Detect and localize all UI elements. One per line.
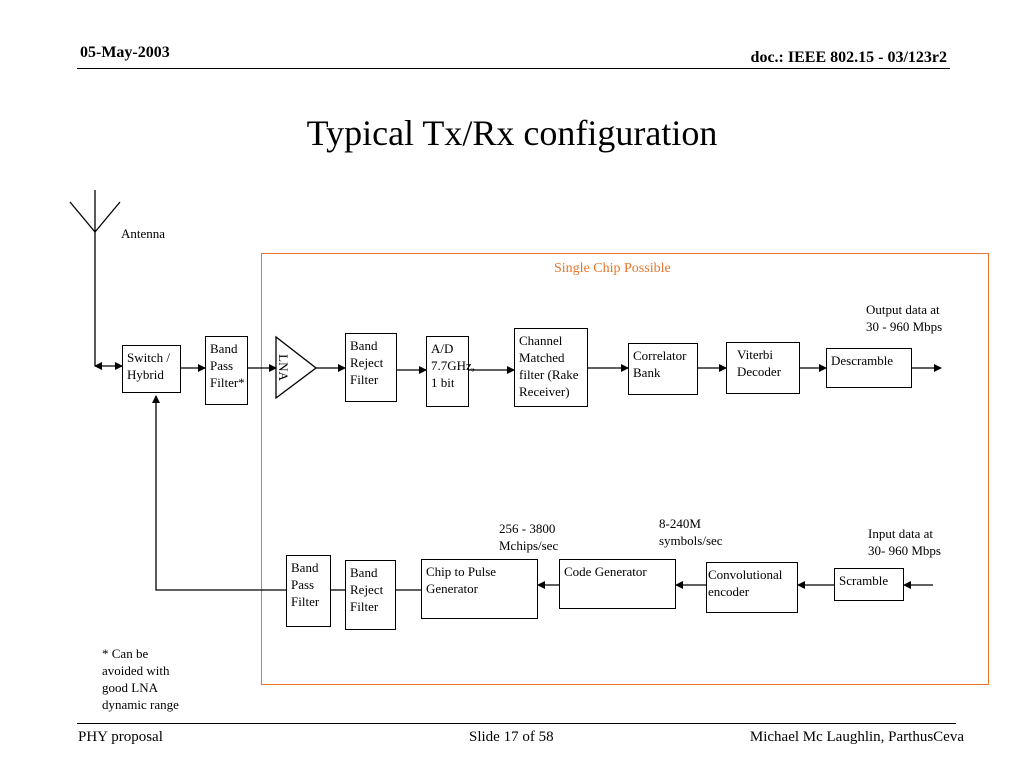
block-text-line: Scramble [839, 573, 889, 588]
lna-label: LNA [275, 354, 291, 381]
footer-left: PHY proposal [78, 729, 163, 745]
chip-rate-note: 256 - 3800 Mchips/sec [499, 520, 558, 554]
correlator-bank-block: Correlator Bank [628, 343, 698, 395]
block-text-line: 7.7GHz, [431, 358, 476, 373]
footnote-line: * Can be [102, 646, 149, 661]
note-line: symbols/sec [659, 533, 723, 548]
lna-footnote: * Can be avoided with good LNA dynamic r… [102, 645, 179, 713]
block-text-line: A/D [431, 341, 454, 356]
block-text-line: Code Generator [564, 564, 647, 579]
block-text-line: Pass [210, 358, 234, 373]
switch-hybrid-block: Switch / Hybrid [122, 345, 181, 393]
footer-slide-number: Slide 17 of 58 [469, 729, 554, 745]
block-text-line: Receiver) [519, 384, 570, 399]
block-text-line: Filter [291, 594, 320, 609]
footnote-line: good LNA [102, 680, 158, 695]
block-text-line: Convolutional [708, 567, 783, 582]
chip-to-pulse-generator-block: Chip to Pulse Generator [421, 559, 538, 619]
antenna-label: Antenna [121, 226, 166, 241]
block-text-line: Band [350, 565, 378, 580]
block-text-line: Channel [519, 333, 563, 348]
block-text-line: Band [210, 341, 238, 356]
block-text-line: Switch / [127, 350, 170, 365]
note-line: Mchips/sec [499, 538, 559, 553]
block-text-line: Band [291, 560, 319, 575]
tx-band-pass-filter-block: Band Pass Filter [286, 555, 331, 627]
scramble-block: Scramble [834, 568, 904, 601]
block-text-line: Reject [350, 582, 384, 597]
block-text-line: Correlator [633, 348, 687, 363]
rx-band-pass-filter-block: Band Pass Filter* [205, 336, 248, 405]
block-text-line: Pass [291, 577, 315, 592]
adc-block: A/D 7.7GHz, 1 bit [426, 336, 476, 407]
note-line: 8-240M [659, 516, 701, 531]
note-line: 30 - 960 Mbps [866, 319, 943, 334]
header-doc-id: doc.: IEEE 802.15 - 03/123r2 [750, 49, 947, 66]
footer-author: Michael Mc Laughlin, ParthusCeva [749, 729, 964, 745]
note-line: 256 - 3800 [499, 521, 556, 536]
matched-filter-block: Channel Matched filter (Rake Receiver) [514, 328, 588, 407]
input-rate-note: Input data at 30- 960 Mbps [868, 525, 941, 559]
block-text-line: Descramble [831, 353, 894, 368]
block-text-line: Band [350, 338, 378, 353]
descramble-block: Descramble [826, 348, 912, 388]
single-chip-label: Single Chip Possible [554, 261, 671, 276]
block-text-line: filter (Rake [519, 367, 579, 382]
block-text-line: Matched [519, 350, 565, 365]
lna-amplifier-icon [275, 335, 318, 400]
convolutional-encoder-block: Convolutional encoder [706, 562, 798, 613]
rx-band-reject-filter-block: Band Reject Filter [345, 333, 397, 402]
viterbi-decoder-block: Viterbi Decoder [726, 342, 800, 394]
block-text-line: 1 bit [431, 375, 455, 390]
footnote-line: dynamic range [102, 697, 179, 712]
symbol-rate-note: 8-240M symbols/sec [659, 515, 723, 549]
note-line: Input data at [868, 526, 933, 541]
block-text-line: Filter [350, 372, 379, 387]
note-line: 30- 960 Mbps [868, 543, 941, 558]
tx-band-reject-filter-block: Band Reject Filter [345, 560, 396, 630]
footer-rule [77, 723, 956, 724]
block-text-line: Filter* [210, 375, 245, 390]
header-rule [77, 68, 950, 69]
block-text-line: Reject [350, 355, 384, 370]
block-text-line: Generator [426, 581, 478, 596]
code-generator-block: Code Generator [559, 559, 676, 609]
footnote-line: avoided with [102, 663, 170, 678]
block-text-line: Bank [633, 365, 661, 380]
block-text-line: Chip to Pulse [426, 564, 497, 579]
block-text-line: Hybrid [127, 367, 164, 382]
block-text-line: Viterbi [737, 347, 774, 362]
block-text-line: Decoder [737, 364, 782, 379]
output-rate-note: Output data at 30 - 960 Mbps [866, 301, 942, 335]
single-chip-region [261, 253, 989, 685]
header-date: 05-May-2003 [80, 44, 170, 61]
note-line: Output data at [866, 302, 940, 317]
block-text-line: encoder [708, 584, 750, 599]
slide-title: Typical Tx/Rx configuration [306, 113, 718, 153]
antenna-icon [69, 190, 121, 366]
block-text-line: Filter [350, 599, 379, 614]
